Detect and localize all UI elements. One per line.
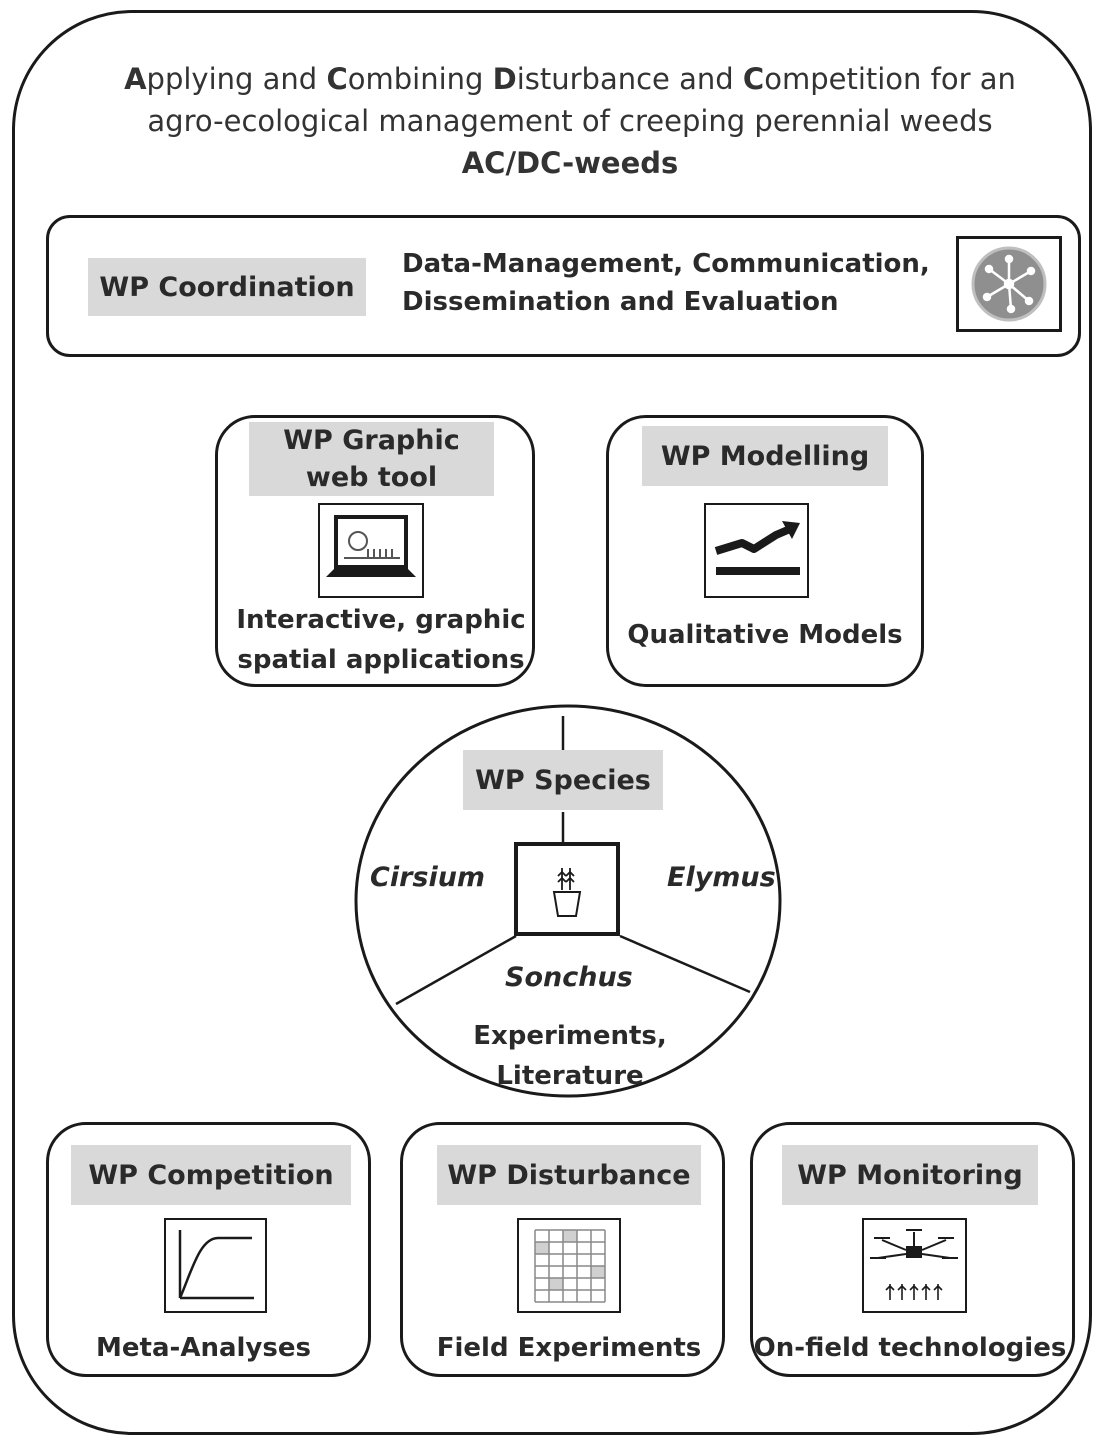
wp-graphic-label-line-2: web tool	[305, 462, 438, 493]
title-line-2: agro-ecological management of creeping p…	[147, 104, 993, 138]
species-divider-right	[619, 934, 751, 994]
laptop-icon	[326, 515, 416, 577]
wp-species-desc: Experiments, Literature	[440, 1016, 700, 1096]
wp-coordination-desc-line-2: Dissemination and Evaluation	[402, 287, 839, 317]
network-hub-icon	[971, 246, 1047, 322]
trend-chart-icon	[714, 521, 800, 575]
saturation-curve-icon	[178, 1230, 254, 1300]
wp-monitoring-label: WP Monitoring	[782, 1145, 1038, 1205]
project-acronym: AC/DC-weeds	[461, 146, 679, 180]
wp-species-desc-line-2: Literature	[496, 1061, 644, 1091]
wp-modelling-desc: Qualitative Models	[627, 620, 903, 650]
wp-graphic-desc-line-2: spatial applications	[237, 645, 525, 675]
potted-plant-icon	[552, 868, 582, 917]
wp-species-label: WP Species	[463, 750, 663, 810]
wp-modelling-label: WP Modelling	[642, 426, 888, 486]
wp-species-desc-line-1: Experiments,	[473, 1021, 667, 1051]
wp-graphic-label-line-1: WP Graphic	[283, 425, 460, 456]
potted-plant-icon-frame	[514, 842, 620, 936]
species-sonchus: Sonchus	[505, 962, 633, 993]
wp-graphic-desc: Interactive, graphic spatial application…	[230, 600, 532, 680]
title-line-1: Applying and Combining Disturbance and C…	[124, 62, 1016, 96]
wp-disturbance-label: WP Disturbance	[437, 1145, 701, 1205]
wp-disturbance-desc: Field Experiments	[436, 1333, 702, 1363]
saturation-curve-icon-frame	[164, 1218, 267, 1313]
wp-competition-label: WP Competition	[71, 1145, 351, 1205]
wp-coordination-desc: Data-Management, Communication, Dissemin…	[402, 245, 930, 321]
drone-icon	[870, 1229, 958, 1300]
wp-coordination-desc-line-1: Data-Management, Communication,	[402, 249, 930, 279]
project-frame	[12, 10, 1092, 1435]
species-elymus: Elymus	[667, 862, 776, 893]
laptop-icon-frame	[318, 503, 424, 598]
wp-graphic-desc-line-1: Interactive, graphic	[236, 605, 526, 635]
species-cirsium: Cirsium	[370, 862, 486, 893]
network-hub-icon-frame	[956, 236, 1062, 332]
trend-chart-icon-frame	[704, 503, 809, 598]
wp-graphic-label: WP Graphic web tool	[249, 422, 494, 496]
field-grid-icon	[534, 1229, 606, 1303]
wp-coordination-label: WP Coordination	[88, 258, 366, 316]
drone-icon-frame	[862, 1218, 967, 1313]
field-grid-icon-frame	[517, 1218, 621, 1313]
wp-monitoring-desc: On-field technologies	[753, 1333, 1067, 1363]
wp-competition-desc: Meta-Analyses	[96, 1333, 311, 1363]
species-divider-left	[395, 934, 517, 1006]
